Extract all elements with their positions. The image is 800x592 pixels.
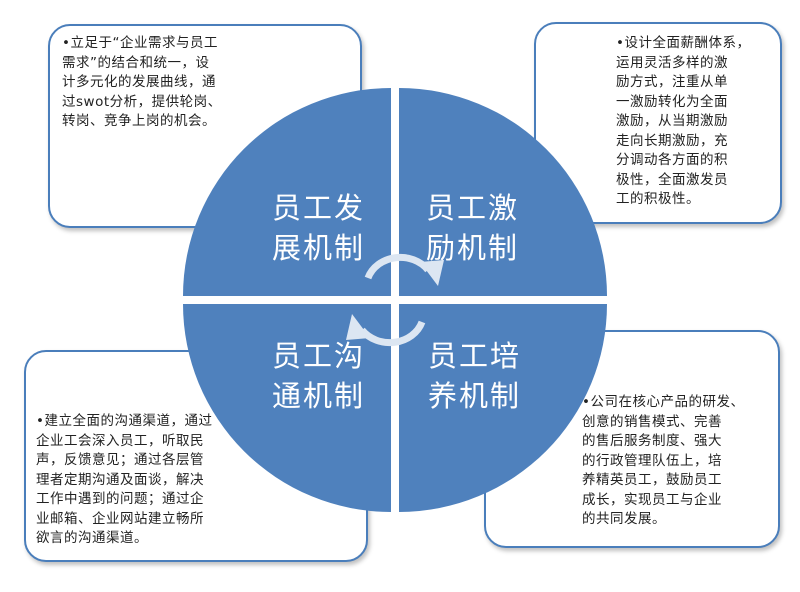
development-text: •立足于“企业需求与员工 需求”的结合和统一，设 计多元化的发展曲线，通 过sw… <box>62 35 222 129</box>
quadrant-training <box>399 304 607 512</box>
quadrant-incentive <box>399 88 607 296</box>
training-text: •公司在核心产品的研发、 创意的销售模式、完善 的售后服务制度、强大 的行政管理… <box>582 394 745 527</box>
quadrant-development <box>183 88 391 296</box>
training-title: 员工培 养机制 <box>428 339 522 413</box>
incentive-text: •设计全面薪酬体系， 运用灵活多样的激 励方式，注重从单 一激励转化为全面 激励… <box>616 35 751 207</box>
incentive-title: 员工激 励机制 <box>426 191 520 265</box>
communication-text: •建立全面的沟通渠道，通过 企业工会深入员工，听取民 声，反馈意见；通过各层管 … <box>36 413 213 546</box>
quadrant-communication <box>183 304 391 512</box>
development-title: 员工发 展机制 <box>272 191 366 265</box>
communication-title: 员工沟 通机制 <box>272 339 366 413</box>
